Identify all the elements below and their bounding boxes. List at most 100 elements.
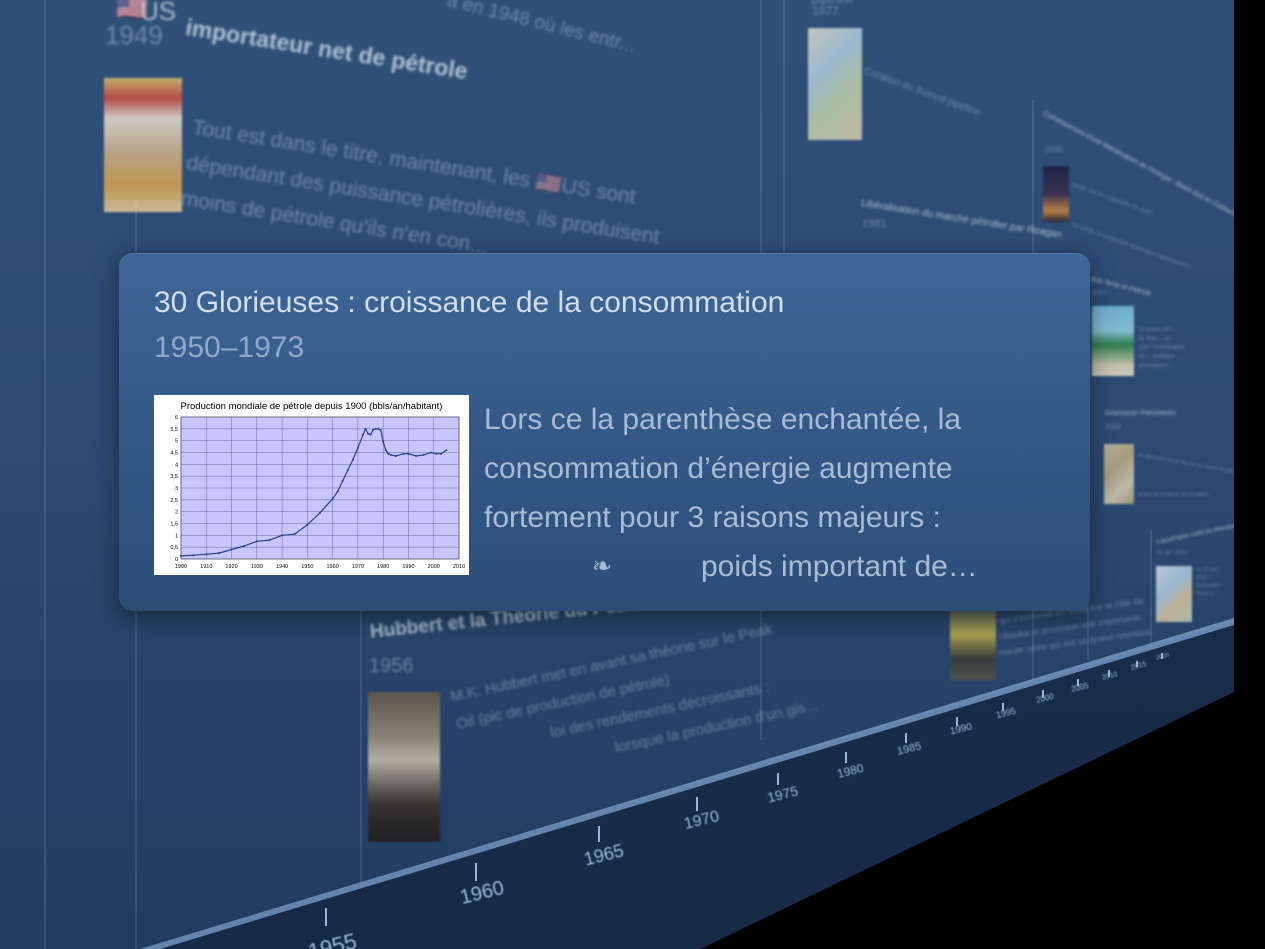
- grid-line: [783, 0, 785, 260]
- chart-data-point: [389, 453, 392, 456]
- chart-y-tick-label: 3: [175, 486, 178, 492]
- chart-data-point: [268, 539, 271, 542]
- chart-y-tick-label: 1,5: [170, 522, 178, 528]
- chart-data-point: [356, 446, 359, 449]
- grid-line: [360, 600, 362, 900]
- event-body: Création du Sumed pipeline: [862, 66, 982, 119]
- chart-data-point: [430, 451, 433, 454]
- axis-tick: [905, 733, 907, 743]
- event-date: 1981: [862, 218, 887, 230]
- deposit-map-image: [1104, 444, 1134, 504]
- chart-data-point: [364, 427, 367, 430]
- chart-data-point: [445, 449, 448, 452]
- chart-data-point: [351, 458, 354, 461]
- chart-data-point: [384, 449, 387, 452]
- chart-data-point: [407, 452, 410, 455]
- chart-data-point: [293, 533, 296, 536]
- chart-data-point: [387, 452, 390, 455]
- event-date: 1956: [369, 655, 414, 677]
- grid-line: [1150, 530, 1152, 650]
- chart-y-tick-label: 4,5: [170, 451, 178, 457]
- axis-tick: [1077, 679, 1079, 686]
- axis-tick: [1108, 670, 1110, 677]
- chart-data-point: [374, 427, 377, 430]
- chart-data-point: [402, 452, 405, 455]
- chart-data-point: [306, 523, 309, 526]
- map-image: [808, 28, 862, 140]
- chart-data-point: [435, 452, 438, 455]
- oil-spill-image: [950, 610, 996, 680]
- chart-x-tick-label: 1990: [402, 564, 414, 570]
- portrait-image: [368, 692, 440, 842]
- chart-data-point: [331, 497, 334, 500]
- beach-image: [1092, 306, 1134, 376]
- chart-y-tick-label: 5: [175, 439, 178, 445]
- chart-data-point: [422, 453, 425, 456]
- chart-y-tick-label: 0,5: [170, 545, 178, 551]
- axis-tick: [1042, 690, 1044, 698]
- chart-data-point: [377, 427, 380, 430]
- axis-tick: [696, 797, 698, 811]
- chart-y-tick-label: 5,5: [170, 427, 178, 433]
- chart-data-point: [281, 534, 284, 537]
- tooltip-line: fortement pour 3 raisons majeurs :: [484, 501, 941, 534]
- tooltip-description: Lors ce la parenthèse enchantée, la cons…: [484, 395, 1044, 591]
- event-body: Black Out en Californie en 2000: [1070, 182, 1153, 217]
- gulf-map-image: [1156, 566, 1192, 622]
- axis-tick: [777, 773, 779, 785]
- chart-data-point: [362, 433, 364, 436]
- chart-data-point: [217, 552, 220, 555]
- chart-data-point: [255, 540, 258, 543]
- chart-data-point: [336, 490, 339, 493]
- event-tooltip-30-glorieuses[interactable]: 30 Glorieuses : croissance de la consomm…: [119, 253, 1090, 611]
- chart-data-point: [230, 548, 233, 551]
- axis-tick: [325, 908, 327, 926]
- chart-x-tick-label: 1980: [377, 564, 389, 570]
- magazine-cover-image: [104, 78, 182, 212]
- tooltip-line: consommation d’énergie augmente: [484, 452, 953, 485]
- chart-svg: Production mondiale de pétrole depuis 19…: [170, 401, 465, 570]
- chart-data-point: [382, 440, 385, 443]
- chart-data-point: [440, 452, 443, 455]
- event-body: La filière des ... de Bali ... en 2007 l…: [1138, 327, 1185, 369]
- oil-production-chart[interactable]: Production mondiale de pétrole depuis 19…: [154, 395, 469, 575]
- tooltip-line: ❧ poids important de…: [484, 542, 1044, 591]
- chart-y-tick-label: 6: [175, 415, 178, 421]
- tooltip-line: Lors ce la parenthèse enchantée, la: [484, 403, 961, 436]
- chart-data-point: [394, 455, 397, 457]
- chart-x-tick-label: 2010: [453, 564, 465, 570]
- fleuron-icon: ❧: [592, 553, 613, 580]
- chart-x-tick-label: 1970: [352, 564, 364, 570]
- axis-tick: [475, 863, 477, 881]
- event-title: importateur net de pétrole: [183, 14, 470, 85]
- event-date: 1949: [105, 20, 163, 50]
- event-date: 20 avr 2010: [1156, 550, 1188, 556]
- chart-data-point: [369, 433, 372, 436]
- flag-icon: 🇺🇸: [116, 0, 149, 22]
- chart-x-tick-label: 1950: [301, 564, 313, 570]
- axis-tick: [598, 826, 600, 842]
- tooltip-title: 30 Glorieuses : croissance de la consomm…: [154, 286, 785, 319]
- chart-data-point: [367, 432, 369, 435]
- chart-y-tick-label: 4: [175, 462, 178, 468]
- chart-data-point: [346, 469, 349, 472]
- tooltip-line-truncated: poids important de…: [701, 550, 978, 583]
- axis-tick: [1161, 653, 1163, 659]
- chart-y-tick-label: 0: [175, 557, 178, 563]
- chart-x-tick-label: 2000: [428, 564, 440, 570]
- event-date: 2007: [1092, 290, 1108, 297]
- chart-y-tick-label: 2: [175, 510, 178, 516]
- event-date: 1977: [812, 4, 839, 18]
- event-date: 2000: [1045, 145, 1063, 154]
- axis-tick: [845, 752, 847, 763]
- grid-line: [44, 0, 46, 949]
- chart-data-point: [192, 554, 195, 557]
- chart-x-tick-label: 1960: [327, 564, 339, 570]
- event-body: Un gisement est un lieu où se trouve du …: [1136, 452, 1242, 477]
- event-body: Aussi l'on trouve le 10-40 effets...: [1138, 492, 1212, 498]
- event-title: Gisements Pétrolifères: [1105, 410, 1176, 417]
- chart-data-point: [243, 545, 246, 547]
- chart-title: Production mondiale de pétrole depuis 19…: [181, 401, 443, 412]
- event-date: 2009: [1105, 424, 1121, 431]
